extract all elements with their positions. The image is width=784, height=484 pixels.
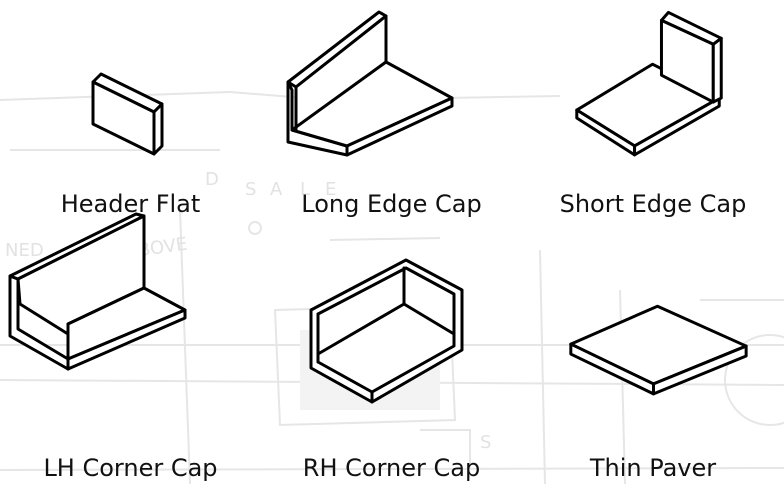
piece-label: Short Edge Cap bbox=[559, 190, 747, 218]
piece-label: RH Corner Cap bbox=[302, 454, 481, 482]
background-text: NED bbox=[5, 240, 44, 261]
piece-label: Long Edge Cap bbox=[301, 190, 482, 218]
piece-label: Thin Paver bbox=[589, 454, 717, 482]
piece-lh-corner-cap: LH Corner Cap bbox=[0, 212, 261, 484]
background-text: A bbox=[270, 179, 283, 200]
long-edge-cap-drawing bbox=[286, 10, 454, 157]
rh-corner-cap-drawing bbox=[309, 258, 464, 404]
piece-long-edge-cap: Long Edge Cap bbox=[261, 0, 522, 242]
lh-corner-cap-drawing bbox=[8, 212, 187, 371]
background-text: D bbox=[205, 169, 219, 190]
short-edge-cap-drawing bbox=[575, 10, 723, 157]
piece-short-edge-cap: Short Edge Cap bbox=[522, 0, 784, 242]
piece-rh-corner-cap: RH Corner Cap bbox=[261, 242, 522, 484]
background-text: E bbox=[325, 179, 336, 200]
piece-label: Header Flat bbox=[60, 190, 201, 218]
piece-header-flat: Header Flat bbox=[0, 0, 261, 242]
piece-label: LH Corner Cap bbox=[43, 454, 218, 482]
header-flat-drawing bbox=[91, 72, 164, 156]
thin-paver-drawing bbox=[569, 304, 748, 396]
piece-thin-paver: Thin Paver bbox=[522, 242, 784, 484]
background-text: L bbox=[300, 179, 310, 200]
background-text: S bbox=[480, 432, 491, 453]
background-text: S bbox=[245, 179, 256, 200]
